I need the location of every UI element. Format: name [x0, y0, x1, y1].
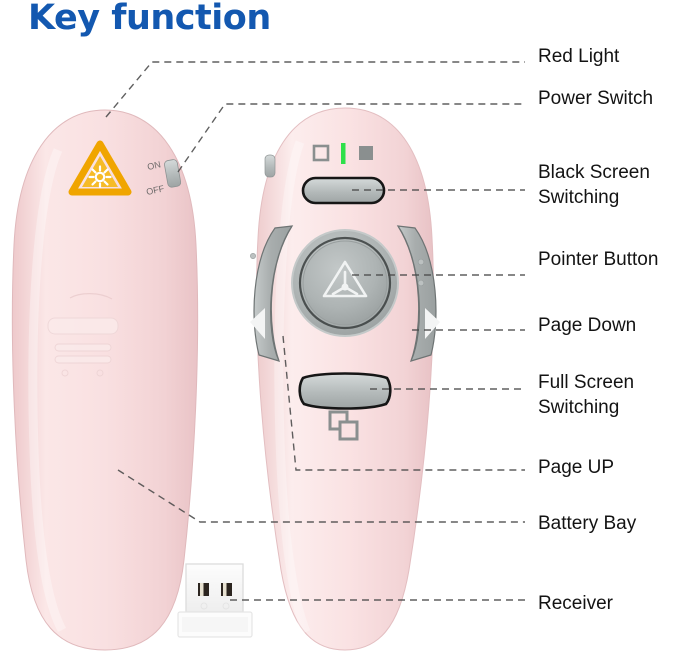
leader-power-switch — [177, 103, 525, 173]
left-device-body — [11, 109, 199, 651]
switch-slider — [164, 159, 182, 188]
overlapping-windows-icon — [328, 410, 359, 441]
usb-receiver-group — [177, 563, 253, 638]
power-switch-control: ON OFF — [145, 159, 182, 197]
laser-radiation-warning-icon — [68, 140, 132, 196]
switch-on-label: ON — [146, 159, 161, 172]
right-arrow-icon — [425, 308, 440, 339]
left-arrow-icon — [250, 308, 265, 339]
callout-page-down: Page Down — [538, 315, 637, 336]
laser-pointer-icon — [322, 260, 368, 298]
battery-bay-cover — [47, 293, 119, 377]
indicator-row — [312, 143, 373, 164]
callout-black-screen: Black Screen Switching — [538, 162, 650, 208]
callout-full-screen: Full Screen Switching — [538, 372, 635, 418]
leader-battery-bay — [117, 469, 525, 523]
green-led-indicator — [341, 143, 346, 164]
page-title: Key function — [28, 0, 271, 38]
right-device-group — [250, 107, 440, 651]
usb-connector-icon — [185, 563, 244, 613]
callout-pointer-button: Pointer Button — [538, 249, 659, 270]
hollow-square-indicator — [312, 144, 330, 162]
callout-power-switch: Power Switch — [538, 88, 654, 109]
callout-receiver: Receiver — [538, 593, 613, 614]
full-screen-button — [298, 372, 392, 410]
leader-page-up — [282, 335, 525, 471]
leader-lines — [105, 61, 525, 601]
leader-red-light — [105, 61, 525, 118]
callout-page-up: Page UP — [538, 457, 615, 478]
black-screen-button — [301, 176, 386, 205]
callout-battery-bay: Battery Bay — [538, 513, 637, 534]
left-device-group: ON OFF — [11, 109, 199, 651]
switch-off-label: OFF — [145, 183, 165, 197]
side-nub — [264, 154, 276, 178]
pointer-button — [291, 229, 399, 337]
callout-red-light: Red Light — [538, 46, 620, 67]
filled-square-indicator — [359, 146, 373, 160]
